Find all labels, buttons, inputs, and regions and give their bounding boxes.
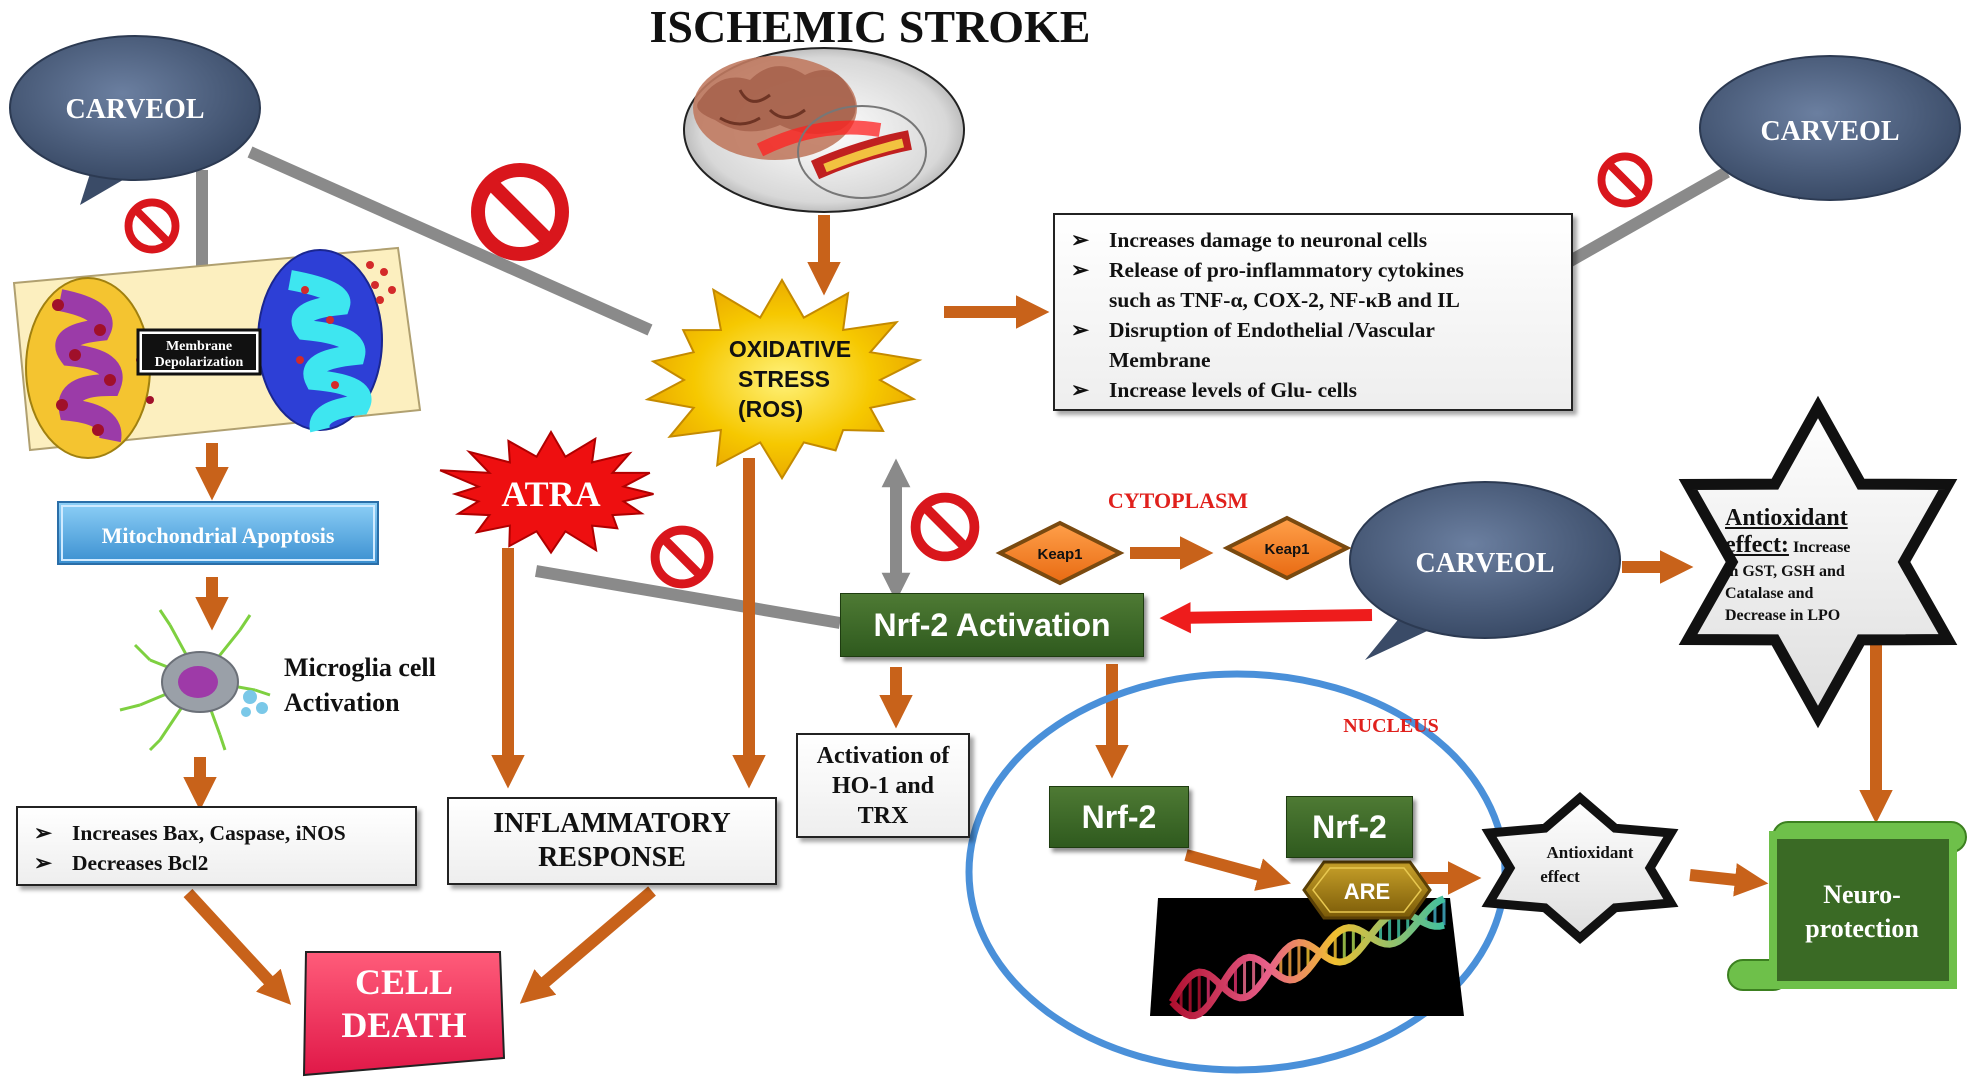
antioxidant-star-small: Antioxidant effect	[1481, 792, 1679, 944]
cell-death-box: CELL DEATH	[302, 951, 506, 1077]
carveol-bubble-left: CARVEOL	[9, 35, 261, 205]
antioxidant-line1: Increase	[1792, 539, 1851, 556]
inflammatory-line2: RESPONSE	[538, 842, 686, 873]
antioxidant-line2: in GST, GSH and	[1725, 563, 1845, 580]
scroll-icon: Neuro- protection	[1727, 821, 1967, 991]
inhibit-icon	[478, 170, 562, 254]
ho1-line2: HO-1 and	[831, 772, 935, 799]
stroke-effects-box: ➢Increases damage to neuronal cells ➢Rel…	[1053, 213, 1573, 411]
effects-item: ➢Increases damage to neuronal cells	[1063, 225, 1565, 255]
oxidative-stress-burst: OXIDATIVE STRESS (ROS)	[644, 278, 923, 481]
carveol-ros-inhibit-line	[247, 146, 653, 336]
nucleus-label: NUCLEUS	[1343, 715, 1439, 737]
inhibit-icon	[128, 202, 175, 249]
antioxidant-heading-line2: effect:	[1725, 532, 1789, 558]
antioxidant-heading-line2-row: effect: Increase	[1725, 532, 1930, 561]
keap1-diamond-right: Keap1	[1222, 515, 1352, 581]
inhibit-icon	[1601, 156, 1648, 203]
bax-item: ➢Increases Bax, Caspase, iNOS	[26, 818, 409, 848]
antioxidant-to-neuroprotection-arrow	[1689, 863, 1769, 897]
keap1-label: Keap1	[1264, 541, 1309, 558]
brain-artery-icon	[683, 47, 965, 213]
bullet-arrow-icon: ➢	[1071, 258, 1090, 282]
dna-helix-icon	[1150, 895, 1464, 1020]
mitochondrial-apoptosis-box: Mitochondrial Apoptosis	[57, 501, 379, 565]
microglia-icon	[119, 609, 271, 752]
ros-line1: OXIDATIVE	[729, 336, 851, 362]
microglia-line1: Microglia cell	[284, 653, 436, 682]
are-label: ARE	[1344, 879, 1390, 904]
ho1-line1: Activation of	[816, 742, 950, 769]
bax-bcl2-box: ➢Increases Bax, Caspase, iNOS ➢Decreases…	[16, 806, 417, 886]
effects-item-continued: such as TNF-α, COX-2, NF-κB and IL	[1109, 288, 1460, 312]
antioxidant-line3: Catalase and	[1725, 585, 1814, 602]
atra-nrf2-inhibit-line	[534, 565, 842, 629]
ros-line2: STRESS	[738, 366, 830, 392]
carveol-to-nrf2-red-arrow	[1159, 602, 1373, 634]
antioxidant-small-line1: Antioxidant	[1547, 843, 1634, 862]
nrf2-box-left: Nrf-2	[1049, 786, 1189, 848]
inflammatory-line1: INFLAMMATORY	[493, 808, 731, 839]
keap1-diamond-left: Keap1	[995, 520, 1125, 586]
ho1-line3: TRX	[857, 802, 909, 829]
bax-to-celldeath-arrow	[183, 888, 292, 1005]
antioxidant-large-text: Antioxidant effect: Increase in GST, GSH…	[1725, 504, 1930, 627]
atra-burst: ATRA	[439, 430, 654, 555]
inhibit-icon	[655, 530, 709, 584]
cell-death-line1: CELL	[355, 962, 453, 1002]
bullet-arrow-icon: ➢	[1071, 378, 1090, 402]
nrf2-activation-box: Nrf-2 Activation	[840, 593, 1144, 657]
nrf2-to-are-arrow	[1184, 849, 1291, 891]
bullet-arrow-icon: ➢	[34, 821, 53, 845]
diagram-title: ISCHEMIC STROKE	[649, 1, 1091, 52]
ho1-trx-box: Activation of HO-1 and TRX	[796, 733, 970, 838]
keap1-label: Keap1	[1037, 546, 1082, 563]
antioxidant-star-large	[1678, 395, 1958, 729]
carveol-bubble-right-top: CARVEOL	[1699, 55, 1961, 201]
effects-item: ➢Increase levels of Glu- cells	[1063, 375, 1565, 405]
bullet-arrow-icon: ➢	[34, 851, 53, 875]
mitochondrial-apoptosis-label: Mitochondrial Apoptosis	[102, 523, 335, 548]
membrane-label-line1: Membrane	[166, 339, 232, 354]
antioxidant-small-line2: effect	[1540, 867, 1580, 886]
carveol-label: CARVEOL	[1415, 548, 1554, 579]
inflammatory-response-box: INFLAMMATORY RESPONSE	[447, 797, 777, 885]
bullet-arrow-icon: ➢	[1071, 318, 1090, 342]
nrf2-box-right: Nrf-2	[1286, 796, 1413, 858]
membrane-label-line2: Depolarization	[155, 355, 244, 370]
ros-line3: (ROS)	[738, 396, 803, 422]
are-hexagon: ARE	[1302, 860, 1432, 920]
inhibit-icon	[916, 498, 975, 557]
cell-death-line2: DEATH	[341, 1005, 466, 1045]
antioxidant-heading-line1: Antioxidant	[1725, 505, 1848, 531]
cytoplasm-label: CYTOPLASM	[1108, 488, 1248, 513]
effects-item: ➢Release of pro-inflammatory cytokines	[1063, 255, 1565, 285]
microglia-line2: Activation	[284, 688, 400, 717]
neuroprotection-line1: Neuro-	[1823, 880, 1901, 909]
inflammatory-to-celldeath-arrow	[519, 886, 656, 1004]
neuroprotection-line2: protection	[1805, 914, 1919, 943]
mitochondria-icon: Membrane Depolarization	[12, 246, 422, 459]
antioxidant-line4: Decrease in LPO	[1725, 607, 1841, 624]
carveol-bubble-center: CARVEOL	[1349, 481, 1621, 660]
carveol-label: CARVEOL	[65, 94, 204, 125]
bax-item: ➢Decreases Bcl2	[26, 848, 409, 878]
effects-item: ➢Disruption of Endothelial /Vascular	[1063, 315, 1565, 345]
carveol-label: CARVEOL	[1760, 116, 1899, 147]
bullet-arrow-icon: ➢	[1071, 228, 1090, 252]
effects-item-continued: Membrane	[1109, 348, 1211, 372]
atra-label: ATRA	[501, 474, 600, 514]
